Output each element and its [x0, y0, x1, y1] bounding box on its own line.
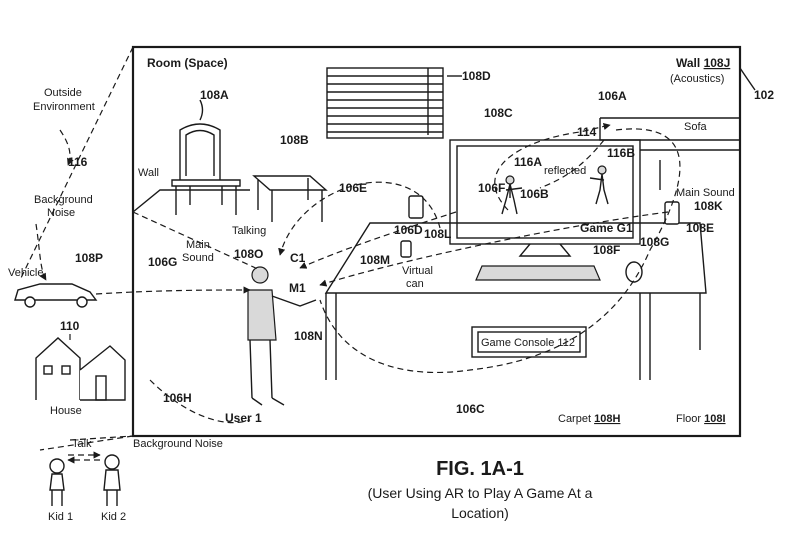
side-table [252, 175, 328, 222]
virtual-can [400, 240, 412, 258]
ref-106f: 106F [478, 181, 505, 195]
room-frame [131, 45, 742, 438]
ref-108f: 108F [593, 243, 620, 257]
acoustics-label: (Acoustics) [670, 73, 724, 85]
figure-caption-line1: (User Using AR to Play A Game At a [368, 485, 593, 501]
window-blinds [326, 67, 444, 139]
ref-108o: 108O [234, 247, 263, 261]
ref-114: 114 [577, 125, 597, 139]
ref-108e: 108E [686, 221, 714, 235]
talking-label: Talking [232, 225, 266, 237]
outside-env-label-2: Environment [33, 101, 95, 113]
chair [171, 123, 241, 215]
ref-106c: 106C [456, 402, 485, 416]
ref-110: 110 [60, 319, 80, 333]
ref-102: 102 [754, 88, 774, 102]
vehicle-icon [14, 283, 98, 308]
kid1-figure [49, 458, 65, 506]
m1-label: M1 [289, 281, 306, 295]
ref-108g: 108G [640, 235, 669, 249]
ref-116a: 116A [514, 155, 542, 169]
figure-caption-line2: Location) [451, 505, 509, 521]
game-character-a [501, 175, 523, 215]
ref-116b: 116B [607, 146, 635, 160]
user1-label: User 1 [225, 411, 262, 425]
vehicle-label: Vehicle [8, 267, 43, 279]
speaker-left [408, 195, 424, 219]
ref-106b: 106B [520, 187, 549, 201]
sofa-label: Sofa [684, 121, 708, 133]
kid1-label: Kid 1 [48, 511, 73, 523]
leader-lines [199, 67, 756, 121]
ref-106e: 106E [339, 181, 367, 195]
ref-106a: 106A [598, 89, 627, 103]
game-console [471, 326, 587, 358]
ref-106d: 106D [394, 223, 423, 237]
ref-106h: 106H [163, 391, 192, 405]
ref-108k: 108K [694, 199, 723, 213]
mouse [625, 261, 643, 283]
sound-paths [19, 46, 681, 464]
game-character-b [589, 165, 609, 205]
background-noise-label-1: Background [34, 194, 93, 206]
wall-label: Wall 108J [676, 56, 730, 70]
kid2-figure [103, 454, 121, 506]
floor-label: Floor 108I [676, 413, 726, 425]
ref-108a: 108A [200, 88, 229, 102]
ref-108l: 108L [424, 227, 451, 241]
virtual-label: Virtual [402, 265, 433, 277]
game-g1-label: Game G1 [580, 221, 633, 235]
background-noise-label-2: Noise [47, 207, 75, 219]
ref-108c: 108C [484, 106, 513, 120]
user1-figure [247, 266, 317, 406]
reflected-label: reflected [544, 165, 586, 177]
main-sound-left-label-1: Main [186, 239, 210, 251]
ref-108b: 108B [280, 133, 309, 147]
ref-116: 116 [68, 155, 88, 169]
can-label: can [406, 278, 424, 290]
ref-108m: 108M [360, 253, 390, 267]
ref-106g: 106G [148, 255, 177, 269]
ref-108d: 108D [462, 69, 491, 83]
wall-side-label: Wall [138, 167, 159, 179]
keyboard [475, 265, 601, 281]
ref-108n: 108N [294, 329, 323, 343]
carpet-label: Carpet 108H [558, 413, 620, 425]
talk-label: Talk [72, 438, 92, 450]
house-label: House [50, 405, 82, 417]
outside-env-label-1: Outside [44, 87, 82, 99]
background-noise-bottom-label: Background Noise [133, 438, 223, 450]
kid2-label: Kid 2 [101, 511, 126, 523]
desk [324, 222, 707, 380]
c1-label: C1 [290, 251, 306, 265]
ref-108p: 108P [75, 251, 103, 265]
game-console-label: Game Console 112 [481, 337, 575, 349]
house-icon [35, 337, 126, 401]
figure-title: FIG. 1A-1 [436, 458, 524, 480]
room-label: Room (Space) [147, 56, 228, 70]
main-sound-label: Main Sound [676, 187, 735, 199]
wall-floor-line [132, 189, 250, 213]
main-sound-left-label-2: Sound [182, 252, 214, 264]
